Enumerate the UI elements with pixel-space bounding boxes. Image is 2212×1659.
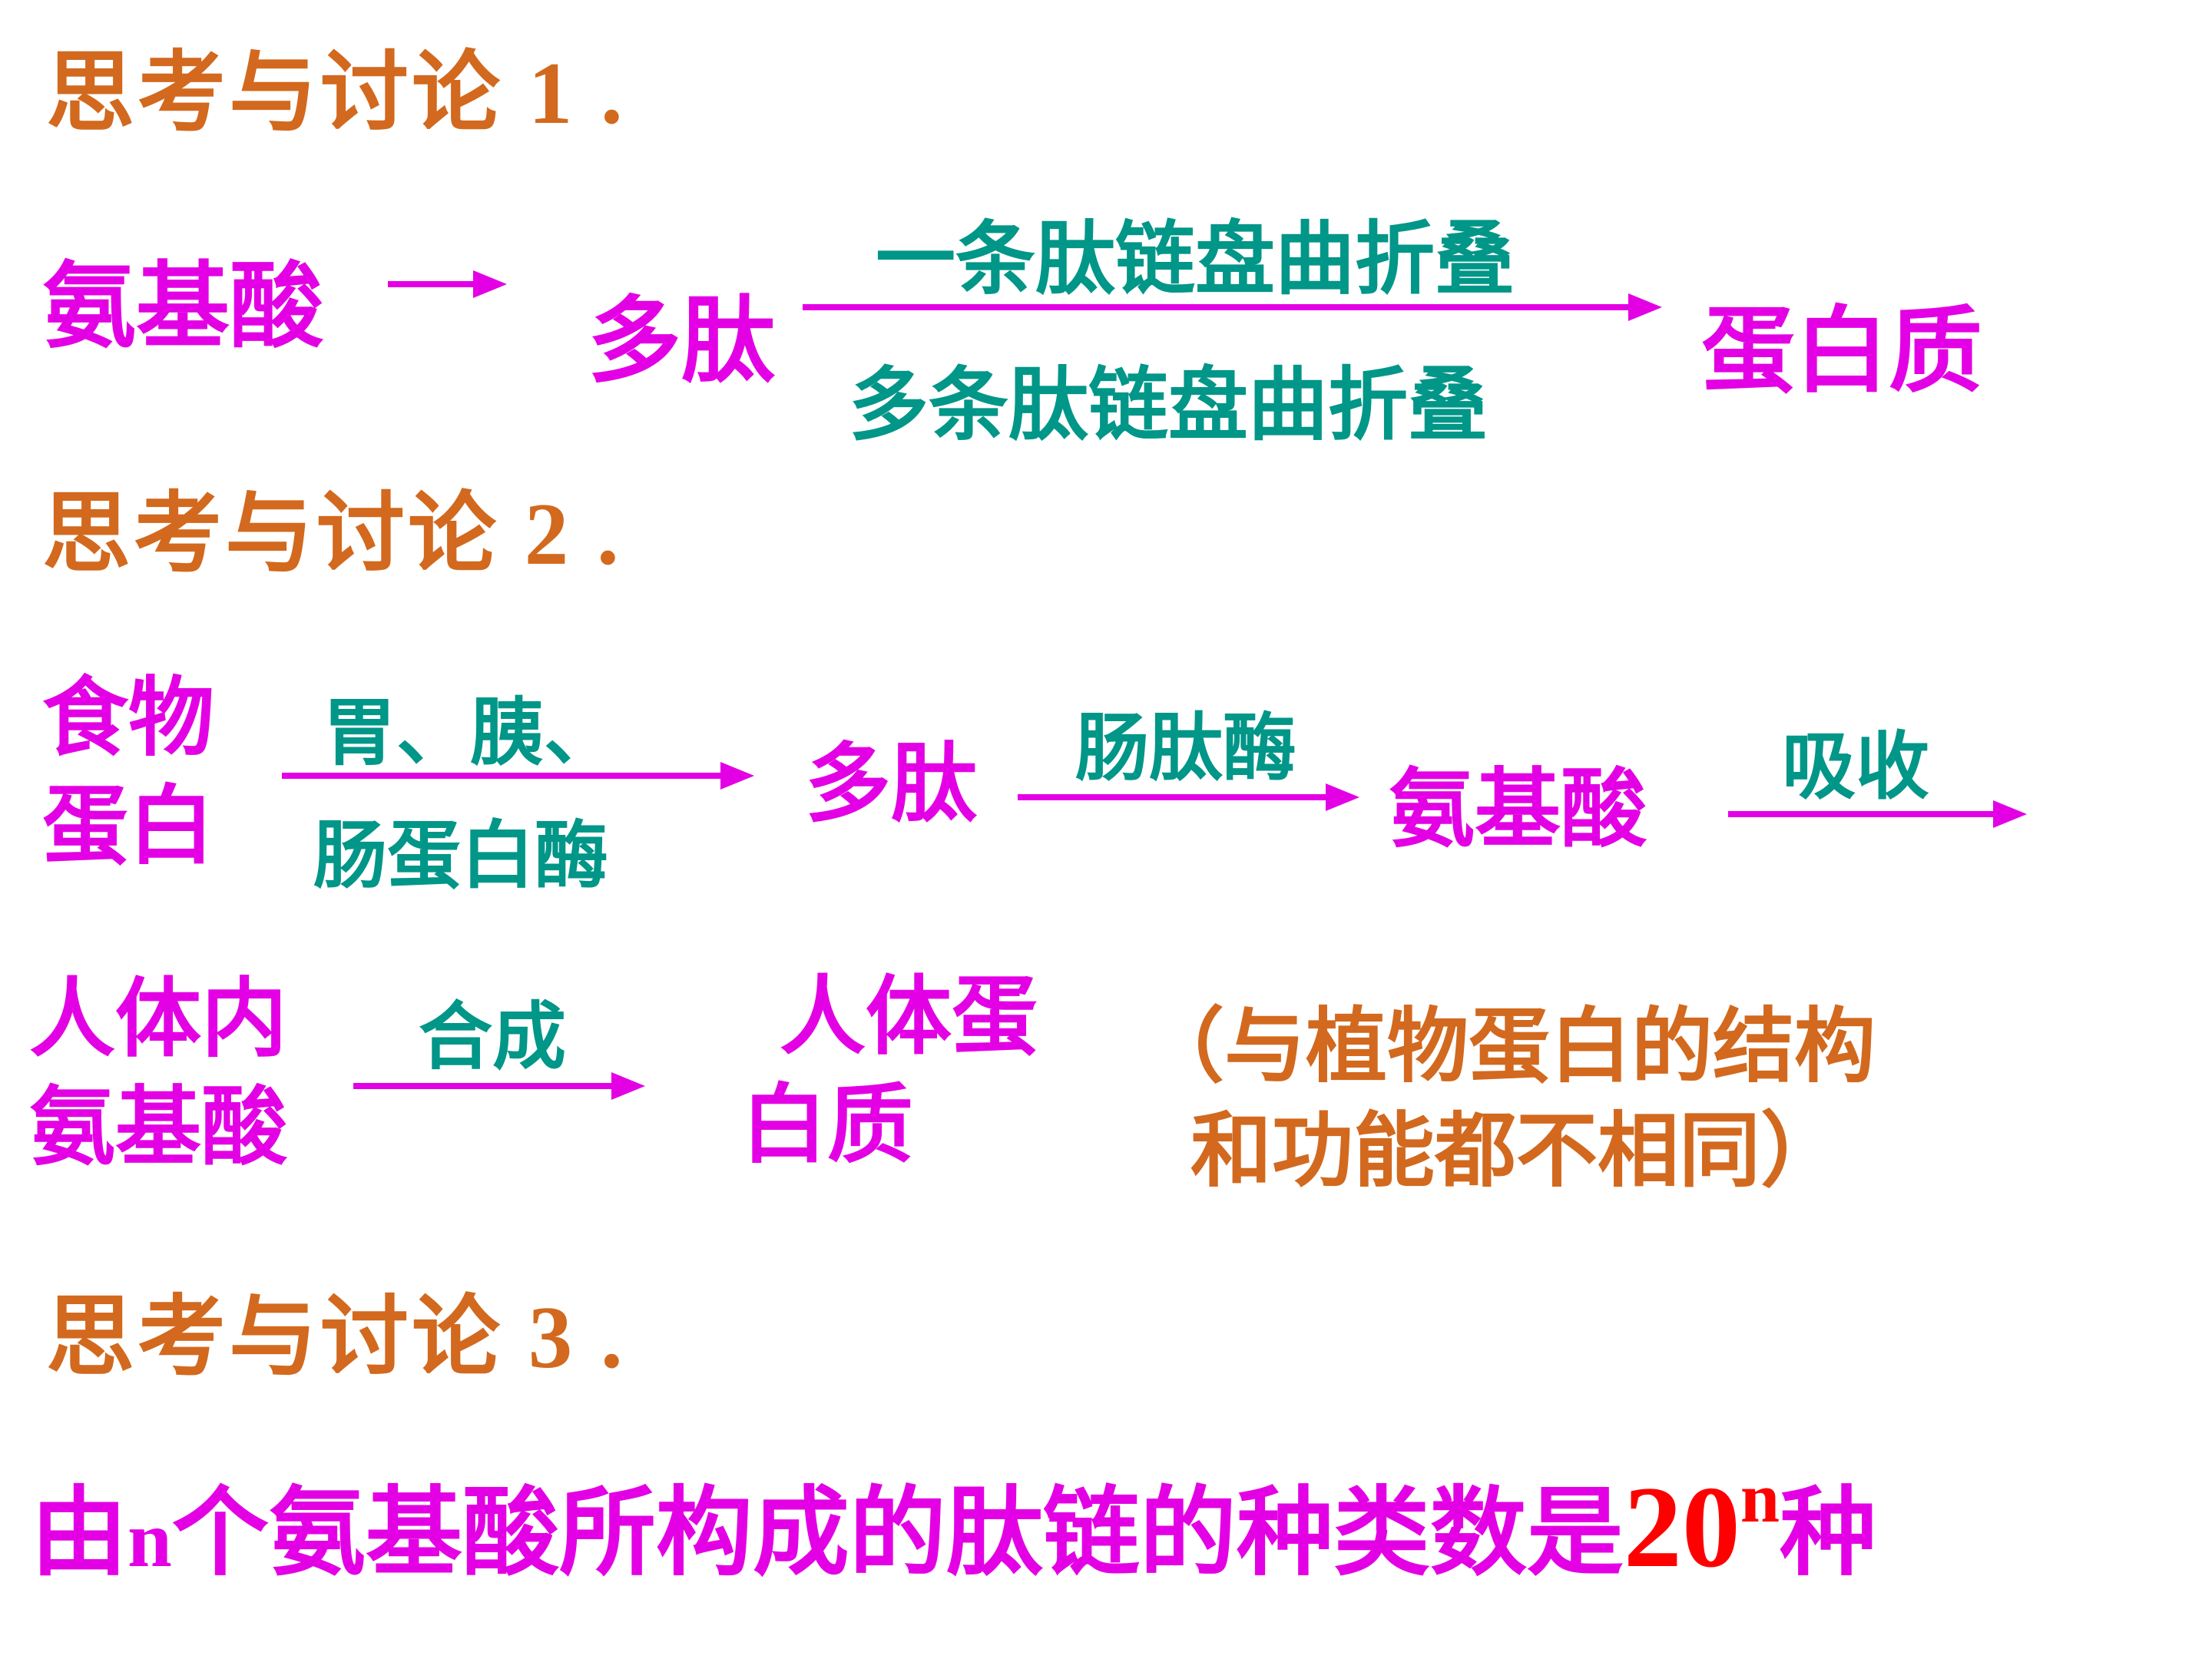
arrow-food-to-polypeptide xyxy=(282,773,721,779)
arrow-polypeptide-to-protein xyxy=(803,304,1629,310)
node-food-protein-line2: 蛋白 xyxy=(42,780,214,876)
label-absorption: 吸收 xyxy=(1782,726,1929,808)
node-body-protein-line1: 人体蛋 xyxy=(780,970,1038,1065)
arrow-label-multi-chain: 多条肽链盘曲折叠 xyxy=(849,362,1488,450)
node-body-protein: 人体蛋 白质 xyxy=(741,964,1038,1181)
node-food-protein: 食物 蛋白 xyxy=(42,665,214,882)
node-polypeptide-1: 多肽 xyxy=(588,290,775,394)
arrow-absorption xyxy=(1728,811,1994,817)
node-body-amino-line1: 人体内 xyxy=(29,972,287,1068)
node-body-protein-line2: 白质 xyxy=(741,1078,913,1174)
node-body-amino-line2: 氨基酸 xyxy=(29,1081,287,1177)
section2-title: 思考与讨论 2 . xyxy=(42,485,622,583)
node-amino-acid-1: 氨基酸 xyxy=(42,256,323,359)
statement-variable-n: n xyxy=(127,1495,172,1584)
note-plant-protein-line2: 和功能都不相同） xyxy=(1190,1106,1842,1197)
arrow-polypeptide-to-amino xyxy=(1018,794,1326,800)
label-peptidase: 肠肽酶 xyxy=(1075,707,1296,790)
statement-prefix: 由 xyxy=(31,1481,127,1588)
arrow-label-single-chain: 一条肽链盘曲折叠 xyxy=(876,216,1515,304)
arrow-synthesis xyxy=(353,1083,612,1089)
statement-suffix: 种 xyxy=(1780,1481,1877,1588)
statement-peptide-count: 由n个氨基酸所构成的肽链的种类数是20n种 xyxy=(31,1458,1876,1591)
label-enzymes-top: 胃、胰、 xyxy=(323,692,618,774)
node-amino-acid-2: 氨基酸 xyxy=(1389,763,1647,858)
note-plant-protein: （与植物蛋白的结构 和功能都不相同） xyxy=(1143,995,1876,1204)
node-food-protein-line1: 食物 xyxy=(42,671,214,767)
section1-title: 思考与讨论 1 . xyxy=(46,45,626,142)
statement-exponent-n: n xyxy=(1740,1459,1780,1537)
arrow-amino-to-polypeptide xyxy=(388,281,474,287)
node-protein-1: 蛋白质 xyxy=(1701,300,1982,404)
node-polypeptide-2: 多肽 xyxy=(805,737,977,833)
statement-middle: 个氨基酸所构成的肽链的种类数是 xyxy=(171,1481,1624,1588)
node-body-amino: 人体内 氨基酸 xyxy=(29,966,287,1183)
note-plant-protein-line1: （与植物蛋白的结构 xyxy=(1143,1002,1876,1092)
statement-base-20: 20 xyxy=(1623,1462,1740,1591)
section3-title: 思考与讨论 3 . xyxy=(46,1289,626,1386)
label-enzymes-bottom: 肠蛋白酶 xyxy=(313,815,608,897)
label-synthesis: 合成 xyxy=(419,996,566,1078)
